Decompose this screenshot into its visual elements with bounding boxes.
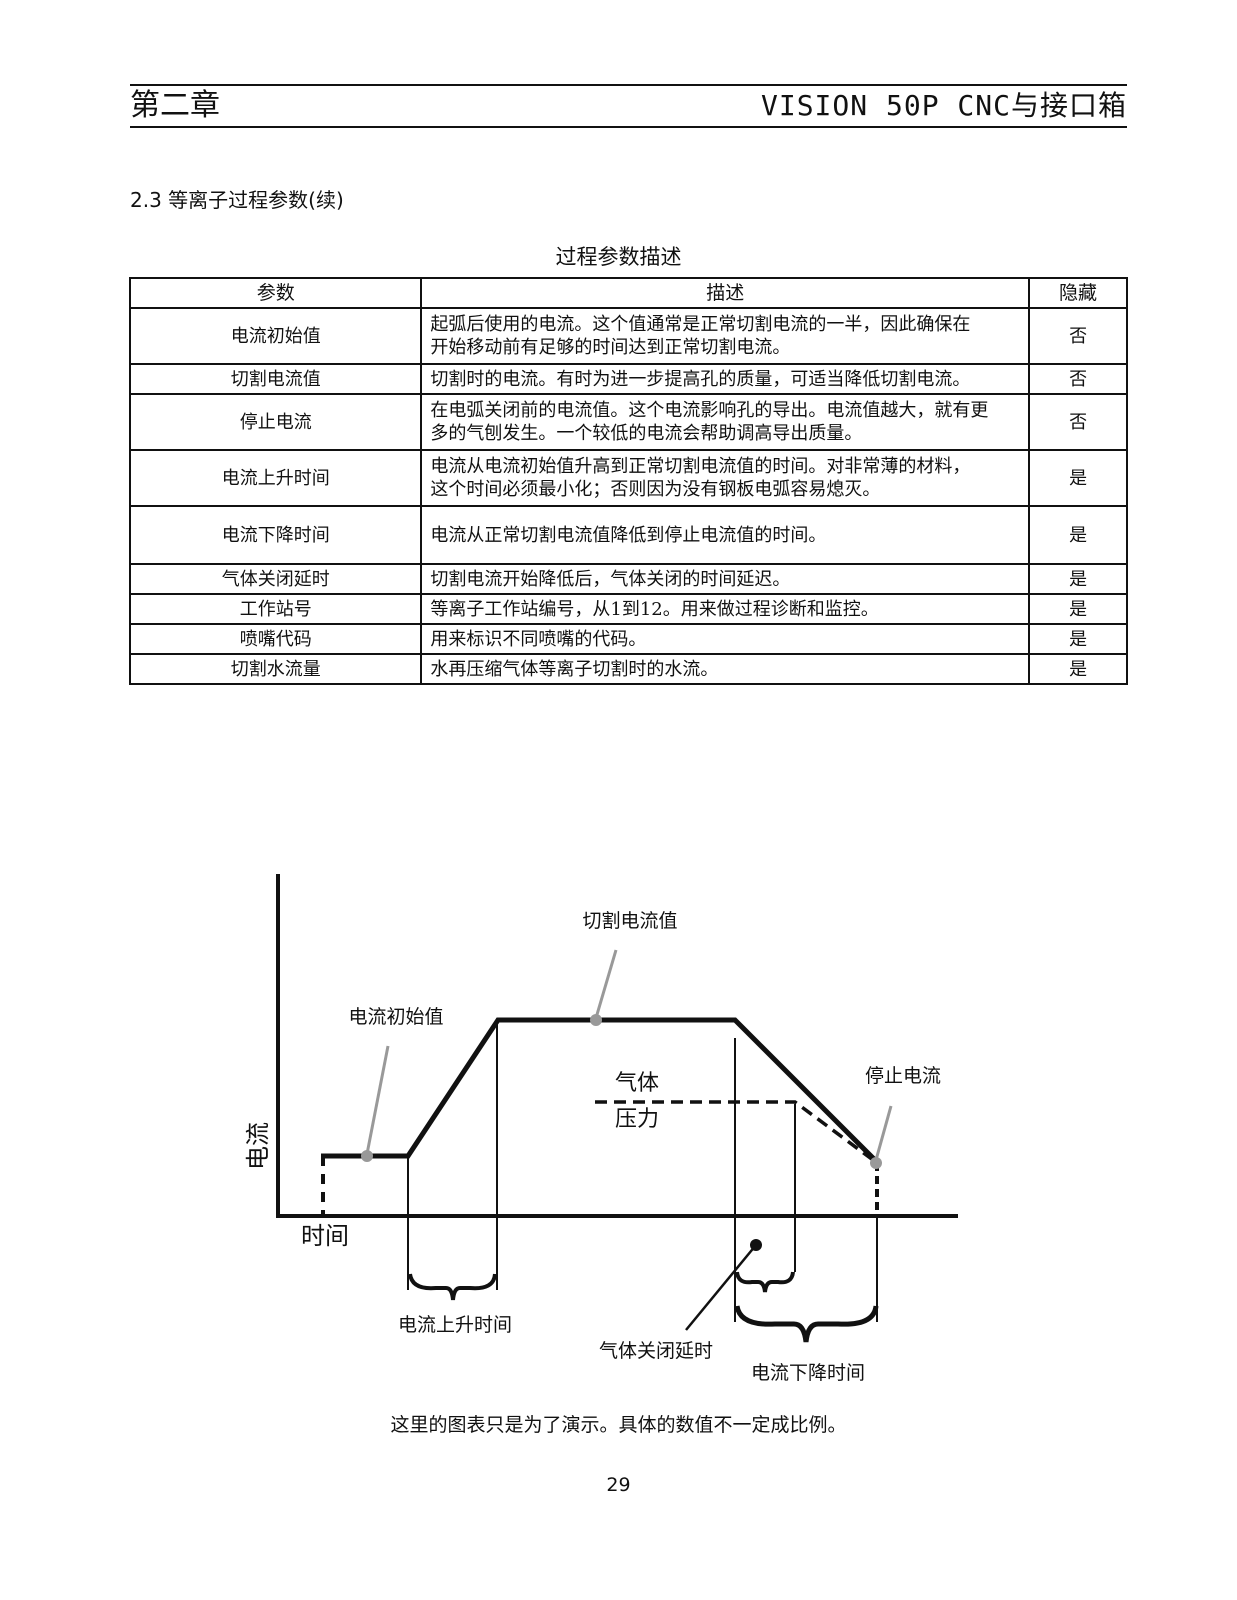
- description-line: 多的气刨发生。一个较低的电流会帮助调高导出质量。: [430, 423, 863, 444]
- gas-off-delay-leader: [685, 1244, 757, 1331]
- section-heading: 2.3 等离子过程参数(续): [130, 188, 344, 212]
- param-description: 电流从电流初始值升高到正常切割电流值的时间。对非常薄的材料， 这个时间必须最小化…: [420, 449, 1031, 507]
- param-hidden: 否: [1028, 307, 1128, 365]
- param-name: 切割水流量: [128, 653, 423, 685]
- param-description: 等离子工作站编号，从1到12。用来做过程诊断和监控。: [420, 593, 1031, 625]
- param-description: 水再压缩气体等离子切割时的水流。: [420, 653, 1031, 685]
- document-title: VISION 50P CNC与接口箱: [760, 89, 1127, 122]
- cut-current-marker: [590, 1014, 602, 1026]
- param-description: 起弧后使用的电流。这个值通常是正常切割电流的一半，因此确保在 开始移动前有足够的…: [420, 307, 1031, 365]
- table-header-row: 参数 描述 隐藏: [128, 277, 1128, 309]
- description-line: 水再压缩气体等离子切割时的水流。: [430, 658, 719, 680]
- y-axis-label: 电流: [244, 1122, 272, 1170]
- param-name: 气体关闭延时: [128, 563, 423, 595]
- param-name: 电流初始值: [128, 307, 423, 365]
- stop-current-label: 停止电流: [865, 1065, 941, 1087]
- diagram-svg: 电流 时间 切割电流值 电流初始值 气体 压力 停止电流 电流上升时间 气体关闭…: [244, 874, 958, 1384]
- table-row: 电流下降时间 电流从正常切割电流值降低到停止电流值的时间。 是: [128, 505, 1128, 565]
- stop-current-marker: [870, 1157, 882, 1169]
- cut-current-label: 切割电流值: [582, 910, 677, 932]
- current-profile-line: [321, 1017, 880, 1165]
- param-hidden: 否: [1028, 393, 1128, 451]
- gas-pressure-line: [595, 1100, 879, 1165]
- table-row: 电流初始值 起弧后使用的电流。这个值通常是正常切割电流的一半，因此确保在 开始移…: [128, 307, 1128, 365]
- param-hidden: 是: [1028, 505, 1128, 565]
- gas-pressure-label-2: 压力: [615, 1107, 659, 1132]
- gas-off-delay-marker: [750, 1239, 762, 1251]
- gas-off-delay-label: 气体关闭延时: [599, 1340, 713, 1362]
- description-line: 切割电流开始降低后，气体关闭的时间延迟。: [430, 568, 791, 590]
- page-header: 第二章 VISION 50P CNC与接口箱: [130, 84, 1127, 128]
- diagram-note: 这里的图表只是为了演示。具体的数值不一定成比例。: [390, 1414, 847, 1436]
- process-parameter-table: 参数 描述 隐藏 电流初始值 起弧后使用的电流。这个值通常是正常切割电流的一半，…: [128, 277, 1128, 685]
- ramp-down-time-label: 电流下降时间: [751, 1362, 865, 1384]
- gasoff-brace: [735, 1271, 795, 1293]
- rampdown-brace: [734, 1305, 879, 1343]
- param-hidden: 否: [1028, 363, 1128, 395]
- table-row: 气体关闭延时 切割电流开始降低后，气体关闭的时间延迟。 是: [128, 563, 1128, 595]
- param-name: 电流上升时间: [128, 449, 423, 507]
- param-description: 切割时的电流。有时为进一步提高孔的质量，可适当降低切割电流。: [420, 363, 1031, 395]
- table-row: 切割电流值 切割时的电流。有时为进一步提高孔的质量，可适当降低切割电流。 否: [128, 363, 1128, 395]
- param-hidden: 是: [1028, 653, 1128, 685]
- header-description: 描述: [420, 277, 1031, 309]
- param-hidden: 是: [1028, 623, 1128, 655]
- description-line: 在电弧关闭前的电流值。这个电流影响孔的导出。电流值越大，就有更: [430, 400, 989, 421]
- table-row: 工作站号 等离子工作站编号，从1到12。用来做过程诊断和监控。 是: [128, 593, 1128, 625]
- description-line: 等离子工作站编号，从1到12。用来做过程诊断和监控。: [430, 598, 879, 620]
- header-param: 参数: [128, 277, 423, 309]
- cut-current-leader: [594, 949, 618, 1019]
- description-line: 开始移动前有足够的时间达到正常切割电流。: [430, 337, 791, 358]
- param-description: 电流从正常切割电流值降低到停止电流值的时间。: [420, 505, 1031, 565]
- param-hidden: 是: [1028, 449, 1128, 507]
- description-line: 电流从电流初始值升高到正常切割电流值的时间。对非常薄的材料，: [430, 456, 971, 477]
- header-hidden: 隐藏: [1028, 277, 1128, 309]
- param-name: 工作站号: [128, 593, 423, 625]
- table-row: 切割水流量 水再压缩气体等离子切割时的水流。 是: [128, 653, 1128, 685]
- table-row: 停止电流 在电弧关闭前的电流值。这个电流影响孔的导出。电流值越大，就有更 多的气…: [128, 393, 1128, 451]
- param-hidden: 是: [1028, 593, 1128, 625]
- description-line: 切割时的电流。有时为进一步提高孔的质量，可适当降低切割电流。: [430, 368, 971, 390]
- description-line: 电流从正常切割电流值降低到停止电流值的时间。: [430, 524, 827, 546]
- stop-current-leader: [874, 1105, 893, 1161]
- table-row: 喷嘴代码 用来标识不同喷嘴的代码。 是: [128, 623, 1128, 655]
- table-row: 电流上升时间 电流从电流初始值升高到正常切割电流值的时间。对非常薄的材料， 这个…: [128, 449, 1128, 507]
- param-hidden: 是: [1028, 563, 1128, 595]
- param-name: 切割电流值: [128, 363, 423, 395]
- description-line: 这个时间必须最小化；否则因为没有钢板电弧容易熄灭。: [430, 479, 881, 500]
- param-description: 用来标识不同喷嘴的代码。: [420, 623, 1031, 655]
- param-description: 在电弧关闭前的电流值。这个电流影响孔的导出。电流值越大，就有更 多的气刨发生。一…: [420, 393, 1031, 451]
- param-name: 喷嘴代码: [128, 623, 423, 655]
- ramp-up-time-label: 电流上升时间: [398, 1314, 512, 1336]
- description-line: 起弧后使用的电流。这个值通常是正常切割电流的一半，因此确保在: [430, 314, 971, 335]
- param-name: 停止电流: [128, 393, 423, 451]
- initial-current-label: 电流初始值: [348, 1006, 443, 1028]
- param-description: 切割电流开始降低后，气体关闭的时间延迟。: [420, 563, 1031, 595]
- page-number: 29: [606, 1474, 631, 1496]
- rampup-brace: [408, 1273, 497, 1301]
- gas-pressure-label-1: 气体: [615, 1071, 659, 1096]
- current-profile-diagram: 电流 时间 切割电流值 电流初始值 气体 压力 停止电流 电流上升时间 气体关闭…: [190, 860, 990, 1410]
- initial-current-marker: [361, 1150, 373, 1162]
- x-axis-label: 时间: [301, 1222, 349, 1250]
- description-line: 用来标识不同喷嘴的代码。: [430, 628, 647, 650]
- table-caption: 过程参数描述: [555, 245, 682, 269]
- chapter-label: 第二章: [130, 88, 220, 123]
- param-name: 电流下降时间: [128, 505, 423, 565]
- initial-current-leader: [365, 1045, 390, 1155]
